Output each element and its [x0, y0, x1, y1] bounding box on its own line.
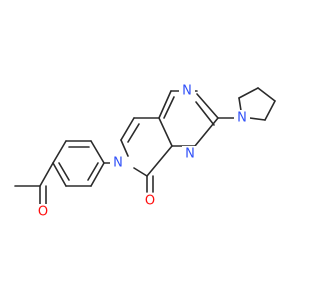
pyrimidine-ring	[158, 90, 243, 147]
bond	[120, 117, 135, 141]
bond	[52, 162, 67, 187]
bond	[90, 140, 105, 164]
label-bg	[182, 146, 198, 162]
nitrogen-n1-label: N	[182, 84, 192, 99]
label-bg	[142, 193, 158, 209]
pyrrolidine-ring	[238, 87, 276, 121]
label-bg	[234, 110, 250, 126]
acetyl-group	[14, 162, 54, 206]
bond-double-inner	[163, 96, 175, 119]
oxygen-carbonyl-label: O	[145, 194, 155, 209]
phenyl-ring	[52, 140, 105, 187]
bond	[194, 117, 219, 147]
structure-svg: N N N N O O	[14, 83, 276, 220]
bond-double-inner	[87, 162, 99, 181]
atom-labels: N N N N O O	[35, 83, 250, 220]
bond	[257, 87, 276, 102]
bond	[133, 167, 148, 177]
bond-double-inner	[127, 123, 140, 143]
bond	[196, 93, 219, 119]
bond	[238, 87, 259, 99]
pyridinone-ring	[120, 117, 173, 193]
nitrogen-n6-label: N	[113, 156, 123, 171]
bond	[90, 162, 105, 187]
fused-bond	[159, 118, 172, 146]
bond	[120, 139, 129, 157]
label-bg	[35, 204, 51, 220]
bond-double-inner	[195, 101, 215, 126]
molecule-diagram: N N N N O O	[14, 83, 276, 220]
nitrogen-pyrrolidine-label: N	[237, 111, 247, 126]
oxygen-acetyl-label: O	[38, 205, 48, 220]
label-bg	[179, 83, 195, 99]
bond-double-inner	[58, 162, 70, 181]
bond	[39, 162, 54, 187]
bond	[158, 90, 172, 119]
bond	[146, 145, 173, 177]
bond	[52, 140, 67, 164]
nitrogen-n3-label: N	[185, 147, 195, 162]
bond	[264, 100, 276, 121]
bond	[158, 117, 173, 147]
label-bg	[110, 155, 126, 171]
